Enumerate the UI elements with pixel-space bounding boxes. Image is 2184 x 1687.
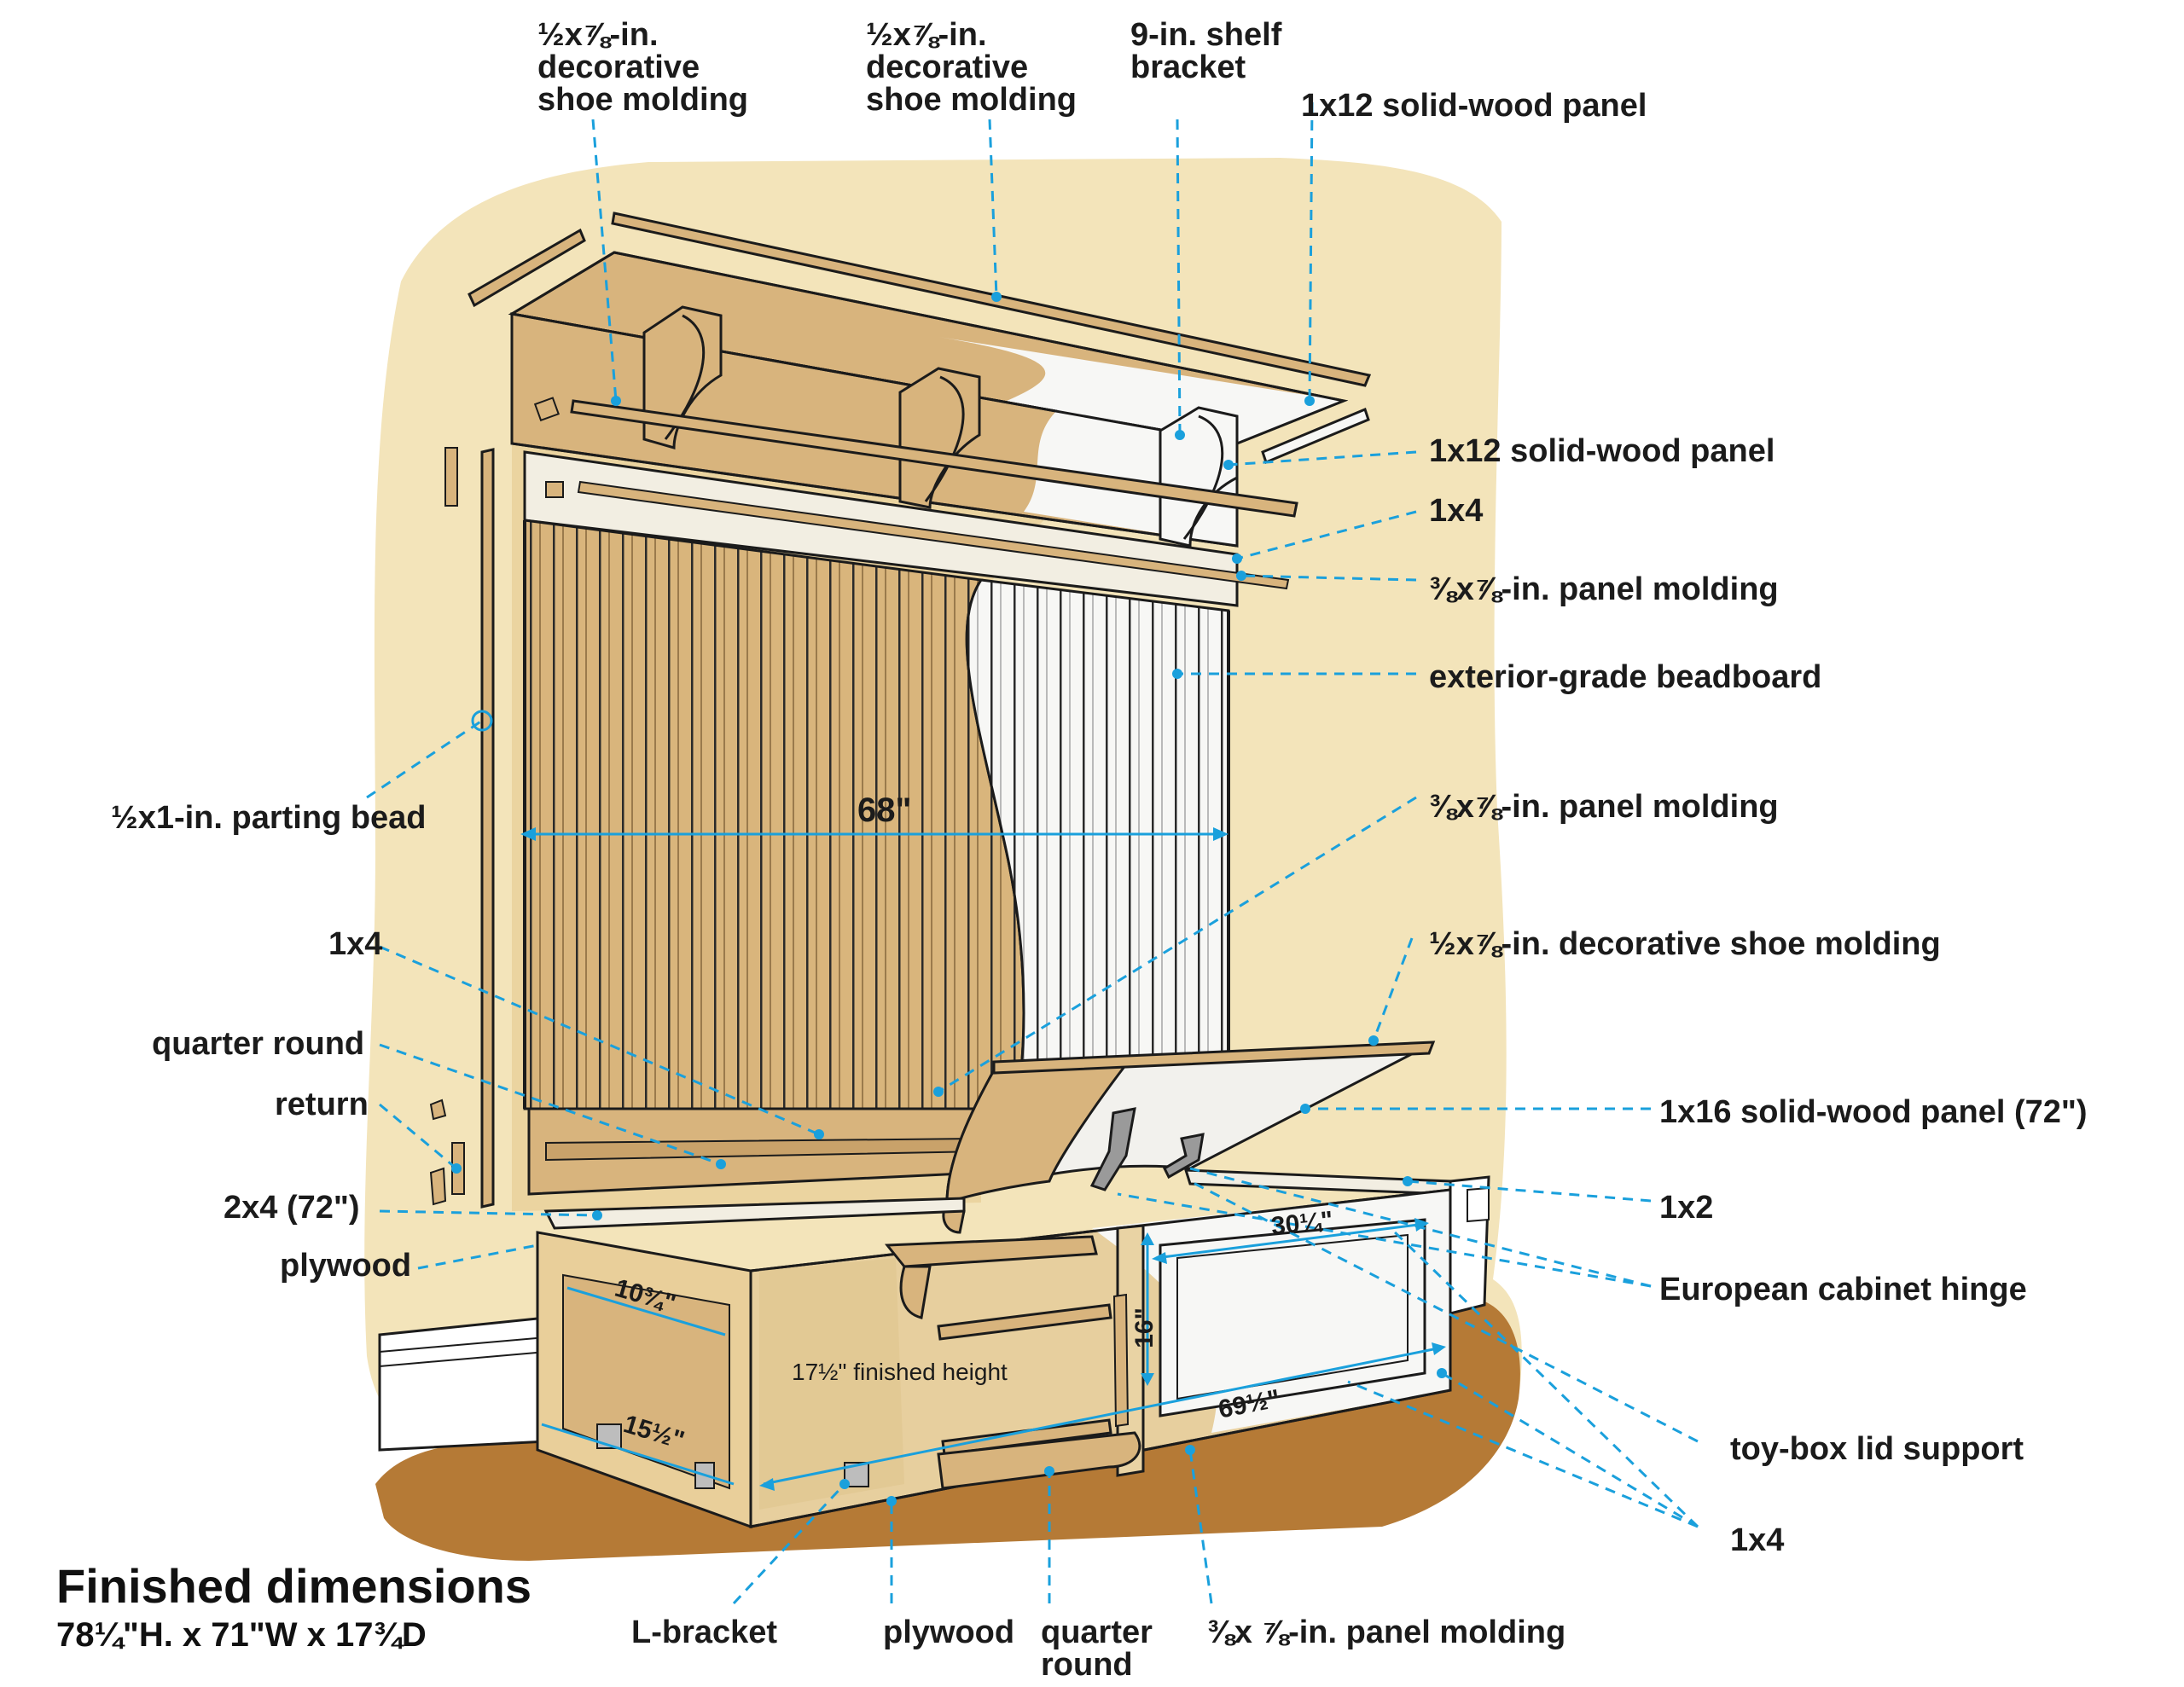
label-plywood-left: plywood bbox=[280, 1248, 412, 1284]
label-lid-shoe-molding: ½x⅞-in. decorative shoe molding bbox=[1429, 926, 1941, 962]
label-upper-panel-molding: ⅜x⅞-in. panel molding bbox=[1429, 571, 1779, 607]
beadboard-panel-dark bbox=[523, 519, 1025, 1110]
dim-68: 68" bbox=[857, 791, 912, 829]
left-shoe-molding bbox=[468, 228, 586, 308]
dimension-arrows bbox=[520, 827, 1446, 1491]
label-quarter-round-left: quarter round bbox=[152, 1026, 365, 1062]
shelf-bracket-2 bbox=[898, 367, 981, 509]
dim-16: 16" bbox=[1130, 1307, 1159, 1348]
label-shelf-bracket: 9-in. shelf bracket bbox=[1130, 17, 1282, 85]
parting-bead bbox=[480, 448, 495, 1209]
shelf-front-molding bbox=[570, 399, 1298, 518]
label-bottom-1x4: 1x4 bbox=[1730, 1522, 1785, 1558]
european-hinge-1 bbox=[1089, 1107, 1136, 1191]
label-top-shoe-molding-2: ½x⅞-in. decorative shoe molding bbox=[866, 17, 1077, 118]
leader-lines bbox=[366, 101, 1699, 1605]
label-quarter-round-bottom: quarter round bbox=[1041, 1615, 1153, 1683]
finished-dimensions-values: 78¼"H. x 71"W x 17¾D bbox=[56, 1616, 427, 1654]
shelf-bracket-3 bbox=[1159, 406, 1239, 548]
label-parting-bead: ½x1-in. parting bead bbox=[111, 800, 427, 836]
baseboard-left bbox=[378, 1316, 548, 1452]
label-euro-hinge: European cabinet hinge bbox=[1659, 1272, 2027, 1307]
european-hinge-2 bbox=[1163, 1133, 1205, 1180]
dim-finished-height: 17½" finished height bbox=[792, 1359, 1008, 1385]
bench-top-rim bbox=[543, 1197, 966, 1230]
label-mid-panel: 1x12 solid-wood panel bbox=[1429, 433, 1775, 469]
finished-dimensions-title: Finished dimensions bbox=[56, 1559, 531, 1613]
label-return: return bbox=[275, 1087, 369, 1122]
label-middle-panel-molding: ⅜x⅞-in. panel molding bbox=[1429, 789, 1779, 825]
label-1x2: 1x2 bbox=[1659, 1190, 1714, 1226]
label-lid-panel: 1x16 solid-wood panel (72") bbox=[1659, 1094, 2088, 1130]
label-beadboard: exterior-grade beadboard bbox=[1429, 659, 1822, 695]
label-upper-1x4: 1x4 bbox=[1429, 493, 1484, 529]
parting-bead-marker bbox=[471, 710, 493, 732]
label-top-panel: 1x12 solid-wood panel bbox=[1301, 88, 1647, 124]
label-l-bracket: L-bracket bbox=[631, 1615, 778, 1650]
label-2x4: 2x4 (72") bbox=[224, 1190, 360, 1226]
right-shoe-molding bbox=[1261, 407, 1370, 465]
label-lower-1x4: 1x4 bbox=[328, 926, 383, 962]
label-lid-support: toy-box lid support bbox=[1730, 1431, 2024, 1467]
label-plywood-bottom: plywood bbox=[883, 1615, 1015, 1650]
leader-dots bbox=[451, 292, 1447, 1506]
label-top-shoe-molding-1: ½x⅞-in. decorative shoe molding bbox=[537, 17, 748, 118]
bench-quarter-round bbox=[884, 1235, 1098, 1268]
dimension-lines bbox=[525, 832, 1443, 1486]
label-bottom-panel-molding: ⅜x ⅞-in. panel molding bbox=[1207, 1615, 1566, 1650]
